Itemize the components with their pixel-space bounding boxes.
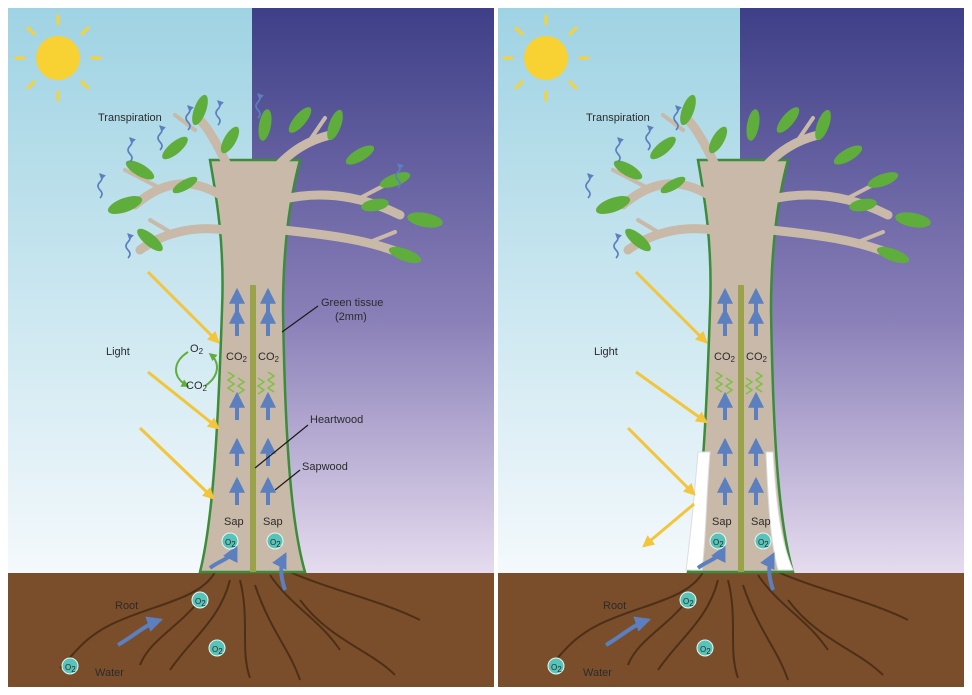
o2-bubble: O2 — [548, 658, 564, 674]
label-heartwood: Heartwood — [310, 414, 363, 426]
label-water: Water — [583, 667, 612, 679]
o2-bubble: O2 — [192, 592, 208, 608]
o2-bubble: O2 — [710, 533, 726, 549]
label-sap-right: Sap — [751, 516, 771, 528]
o2-bubble: O2 — [62, 658, 78, 674]
label-root: Root — [115, 600, 138, 612]
label-root: Root — [603, 600, 626, 612]
label-water: Water — [95, 667, 124, 679]
heartwood — [738, 285, 744, 572]
o2-bubble: O2 — [697, 640, 713, 656]
label-sapwood: Sapwood — [302, 461, 348, 473]
soil — [8, 573, 494, 687]
label-sap-right: Sap — [263, 516, 283, 528]
left-panel: O2 O2 O2 O2 O2 Transpiration Light Green… — [8, 8, 494, 687]
label-green-tissue: Green tissue — [321, 297, 383, 309]
o2-bubble: O2 — [267, 533, 283, 549]
o2-bubble: O2 — [680, 592, 696, 608]
label-sap-left: Sap — [712, 516, 732, 528]
label-light: Light — [594, 346, 618, 358]
label-green-tissue-detail: (2mm) — [335, 311, 367, 323]
heartwood — [250, 285, 256, 572]
o2-bubble: O2 — [755, 533, 771, 549]
label-transpiration: Transpiration — [98, 112, 162, 124]
label-transpiration: Transpiration — [586, 112, 650, 124]
right-panel: O2 O2 O2 O2 O2 Transpiration Light Sap S… — [498, 8, 964, 687]
label-sap-left: Sap — [224, 516, 244, 528]
o2-bubble: O2 — [222, 533, 238, 549]
o2-bubble: O2 — [209, 640, 225, 656]
label-light: Light — [106, 346, 130, 358]
